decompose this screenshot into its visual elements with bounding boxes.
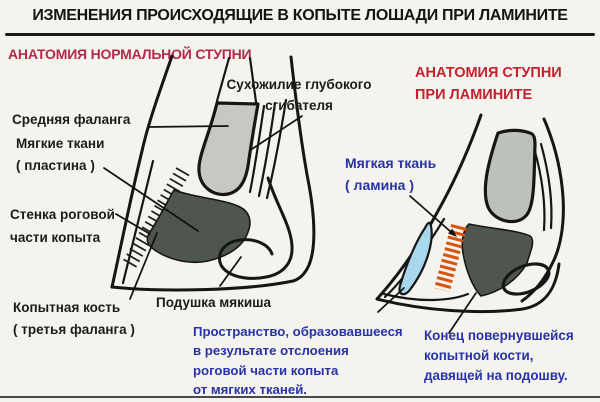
label-coffin-bone-line2: ( третья фаланга ) — [13, 321, 135, 337]
leader-horn-wall — [115, 213, 151, 235]
separation-space-shape — [398, 221, 433, 296]
right-heel-bulb-outline — [501, 262, 551, 296]
tendon-line-1 — [248, 104, 266, 194]
left-hoof-diagram — [103, 54, 316, 300]
leader-rotated-bone-tip — [448, 292, 477, 334]
label-separation-space-line4: от мягких тканей. — [193, 382, 307, 398]
label-deep-flexor-tendon: Сухожилие глубокого сгибателя — [210, 74, 388, 116]
leader-middle-phalanx — [147, 125, 229, 128]
coffin-bone-shape — [146, 189, 251, 264]
leader-separation-space — [377, 287, 405, 313]
right-tendon-line-2 — [539, 142, 553, 230]
rotated-coffin-bone-shape — [461, 223, 534, 297]
label-lamina: Мягкая ткань ( ламина ) — [345, 152, 436, 196]
label-horn-wall: Стенка роговой части копыта — [10, 203, 115, 249]
leader-soft-tissue — [103, 167, 199, 232]
label-soft-tissue: Мягкие ткани ( пластина ) — [16, 133, 104, 177]
left-hoof-back-and-sole-contour — [110, 55, 316, 292]
label-coffin-bone: Копытная кость ( третья фаланга ) — [13, 297, 135, 340]
tendon-line-3 — [265, 98, 288, 200]
heel-bulb-outline — [218, 176, 294, 280]
label-soft-tissue-line2: ( пластина ) — [16, 158, 95, 173]
leader-digital-cushion — [219, 256, 242, 287]
label-rotated-bone-tip-line1: Конец повернувшейся — [424, 328, 574, 343]
leader-deep-flexor-tendon — [251, 115, 303, 150]
laminitis-hatch-orange — [434, 223, 467, 293]
label-separation-space: Пространство, образовавшееся в результат… — [193, 322, 403, 400]
label-rotated-bone-tip-line2: копытной кости, — [424, 347, 534, 363]
label-horn-wall-line2: части копыта — [10, 230, 101, 245]
pastern-line-right — [248, 56, 258, 104]
middle-phalanx-bone-shape — [197, 101, 260, 197]
label-rotated-bone-tip-line3: давящей на подошву. — [424, 367, 568, 383]
label-deep-flexor-tendon-line2: сгибателя — [265, 98, 333, 113]
label-coffin-bone-line1: Копытная кость — [13, 300, 121, 315]
label-digital-cushion-line1: Подушка мякиша — [156, 295, 271, 310]
left-hoof-inner-wall-line — [121, 159, 155, 285]
right-panel-heading: АНАТОМИЯ СТУПНИ ПРИ ЛАМИНИТЕ — [415, 63, 562, 106]
label-horn-wall-line1: Стенка роговой — [10, 207, 115, 222]
title-divider — [5, 33, 595, 36]
label-lamina-line2: ( ламина ) — [345, 177, 414, 193]
right-tendon-line-1 — [532, 146, 546, 232]
label-middle-phalanx: Средняя фаланга — [12, 109, 130, 131]
left-hoof-front-contour — [110, 54, 174, 289]
bottom-border-line — [0, 396, 600, 398]
right-hoof-diagram — [375, 113, 565, 334]
right-middle-phalanx-bone-shape — [483, 128, 537, 224]
right-panel-heading-line2: ПРИ ЛАМИНИТЕ — [415, 86, 533, 103]
right-hoof-front-contour — [375, 113, 483, 301]
label-separation-space-line2: в результате отслоения — [193, 343, 349, 359]
label-soft-tissue-line1: Мягкие ткани — [16, 136, 105, 151]
label-rotated-bone-tip: Конец повернувшейся копытной кости, давя… — [424, 326, 574, 385]
right-panel-heading-line1: АНАТОМИЯ СТУПНИ — [415, 65, 562, 81]
label-digital-cushion: Подушка мякиша — [156, 292, 271, 314]
label-separation-space-line3: роговой части копыта — [193, 362, 339, 378]
leader-lamina — [409, 195, 452, 233]
tendon-line-2 — [257, 101, 277, 198]
label-deep-flexor-tendon-line1: Сухожилие глубокого — [226, 77, 372, 92]
right-hoof-back-contour — [520, 117, 565, 303]
label-middle-phalanx-line1: Средняя фаланга — [12, 112, 131, 127]
label-lamina-line1: Мягкая ткань — [345, 155, 437, 171]
leader-lamina-arrowhead — [448, 228, 457, 237]
right-hoof-sole-contour — [375, 262, 561, 314]
pastern-line-left — [215, 56, 231, 103]
leader-coffin-bone — [129, 232, 158, 300]
left-panel-heading: АНАТОМИЯ НОРМАЛЬНОЙ СТУПНИ — [8, 46, 252, 62]
page-title: ИЗМЕНЕНИЯ ПРОИСХОДЯЩИЕ В КОПЫТЕ ЛОШАДИ П… — [32, 7, 568, 24]
label-separation-space-line1: Пространство, образовавшееся — [193, 324, 403, 339]
